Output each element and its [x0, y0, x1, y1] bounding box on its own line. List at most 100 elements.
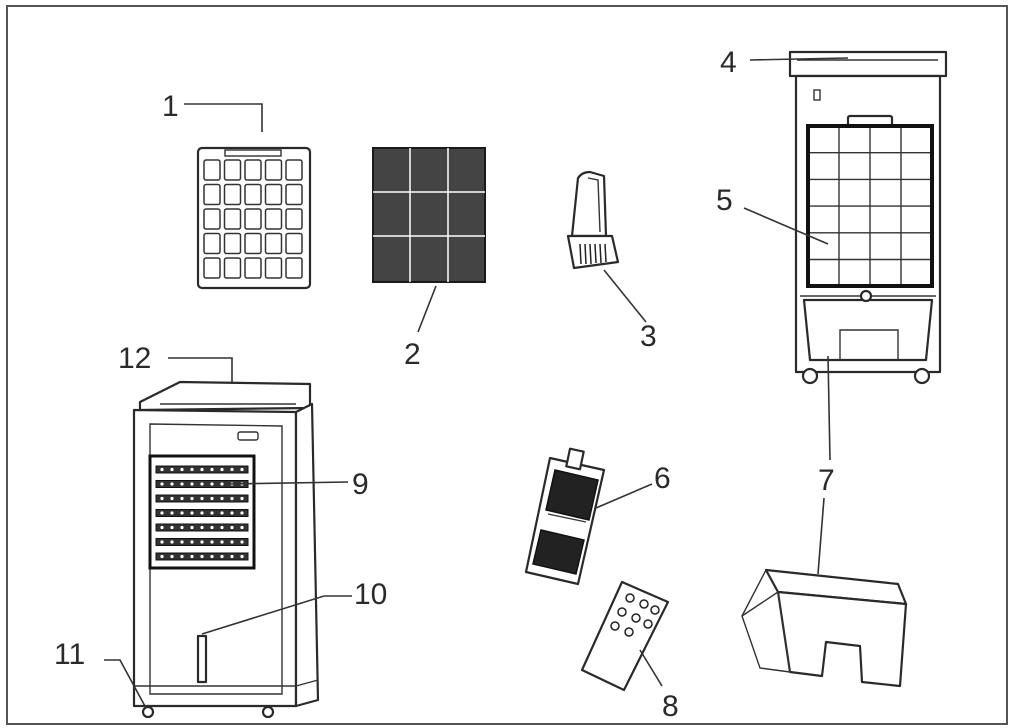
callout-4: 4 [720, 46, 737, 79]
callout-9: 9 [352, 468, 369, 501]
louver-dot [220, 540, 224, 544]
louver-dot [220, 482, 224, 486]
louver-dot [170, 467, 174, 472]
louver-dot [160, 511, 164, 515]
unit-rear-view [788, 50, 948, 385]
louver-dot [160, 525, 164, 530]
louver-dot [230, 496, 234, 501]
louver-dot [210, 525, 214, 530]
grid-cell [223, 232, 242, 255]
callout-11: 11 [54, 638, 85, 671]
louver-dot [200, 467, 204, 472]
louver-dot [200, 540, 204, 544]
grid-cell [285, 183, 303, 206]
louver-dot [230, 511, 234, 515]
leader-lines [104, 57, 849, 709]
louver-dot [230, 467, 234, 472]
grid-cell [244, 183, 262, 206]
louver-dot [240, 511, 244, 515]
grid-cell [244, 159, 262, 181]
louver-dot [240, 467, 244, 472]
louver-dot [160, 540, 164, 544]
grid-cell [223, 257, 242, 279]
louver-dot [160, 496, 164, 501]
louver-dot [190, 554, 194, 559]
louver-dot [230, 540, 234, 544]
louver-dot [180, 467, 184, 472]
part-7-water-tank [741, 568, 908, 688]
louver-dot [180, 482, 184, 486]
louver-dot [210, 554, 214, 559]
grid-cell [264, 232, 283, 255]
callout-7: 7 [818, 464, 835, 497]
callout-6: 6 [654, 462, 671, 495]
louver-dot [220, 554, 224, 559]
louver-dot [200, 496, 204, 501]
louver-dot [170, 511, 174, 515]
louver-dot [160, 554, 164, 559]
louver-dot [230, 554, 234, 559]
part-1-grid-filter [196, 146, 312, 290]
louver-dot [200, 482, 204, 486]
louver-dot [170, 496, 174, 501]
louver-dot [240, 554, 244, 559]
louver-dot [240, 525, 244, 530]
part-8-remote [580, 580, 670, 692]
louver-dot [190, 482, 194, 486]
grid-cell [244, 257, 262, 279]
louver-dot [180, 525, 184, 530]
louver-dot [210, 482, 214, 486]
louver-dot [180, 554, 184, 559]
grid-cell [285, 232, 303, 255]
grid-cell [203, 183, 221, 206]
callout-10: 10 [354, 578, 387, 611]
louver-dot [210, 540, 214, 544]
louver-dot [190, 540, 194, 544]
louver-dot [160, 467, 164, 472]
louver-dot [180, 496, 184, 501]
louver-dot [170, 554, 174, 559]
louver-dot [190, 525, 194, 530]
louver-dot [180, 511, 184, 515]
grid-cell [264, 257, 283, 279]
grid-cell [285, 257, 303, 279]
louver-dot [220, 511, 224, 515]
grid-cell [203, 232, 221, 255]
louver-dot [230, 525, 234, 530]
grid-cell [223, 159, 242, 181]
grid-cell [264, 208, 283, 230]
louver-dot [210, 496, 214, 501]
louver-dot [190, 467, 194, 472]
unit-front-view [132, 380, 320, 719]
grid-cell [203, 257, 221, 279]
louver-dot [240, 496, 244, 501]
grid-cell [223, 208, 242, 230]
louver-dot [200, 511, 204, 515]
louver-dot [240, 540, 244, 544]
louver-dot [220, 496, 224, 501]
grid-cell [285, 208, 303, 230]
part-3-pump [566, 170, 620, 270]
callout-5: 5 [716, 184, 733, 217]
louver-dot [190, 511, 194, 515]
callout-12: 12 [118, 342, 151, 375]
grid-cell [244, 232, 262, 255]
grid-cell [244, 208, 262, 230]
part-6-ice-pack [524, 447, 606, 586]
callout-8: 8 [662, 690, 679, 723]
grid-cell [223, 183, 242, 206]
callout-1: 1 [162, 90, 179, 123]
callout-3: 3 [640, 320, 657, 353]
louver-dot [210, 467, 214, 472]
grid-cell [285, 159, 303, 181]
louver-dot [200, 554, 204, 559]
louver-dot [170, 482, 174, 486]
grid-cell [264, 159, 283, 181]
grid-cell [264, 183, 283, 206]
louver-dot [220, 525, 224, 530]
louver-dot [180, 540, 184, 544]
louver-dot [200, 525, 204, 530]
louver-dot [170, 540, 174, 544]
louver-dot [190, 496, 194, 501]
